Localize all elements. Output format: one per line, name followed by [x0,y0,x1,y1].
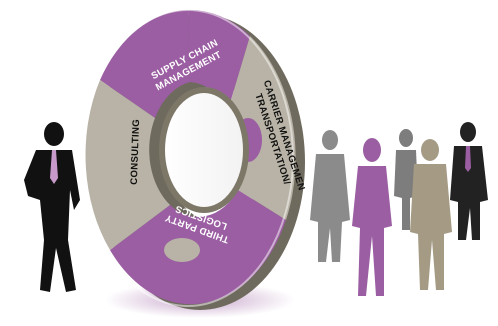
khaki-man-figure [410,139,452,290]
knob-left [112,130,138,170]
ring-hole [159,87,249,213]
label-consulting: CONSULTING [129,119,142,185]
business-team-figures [310,122,488,296]
knob-top [126,57,158,83]
purple-woman-figure [352,138,392,296]
segment-supply-chain [188,9,250,110]
puzzle-ring [82,8,296,308]
back-woman-figure [394,129,418,230]
knob-bottom [164,238,200,262]
businessman-left-figure [24,122,80,292]
dark-man-figure [450,122,488,240]
grey-man-figure [310,130,350,262]
